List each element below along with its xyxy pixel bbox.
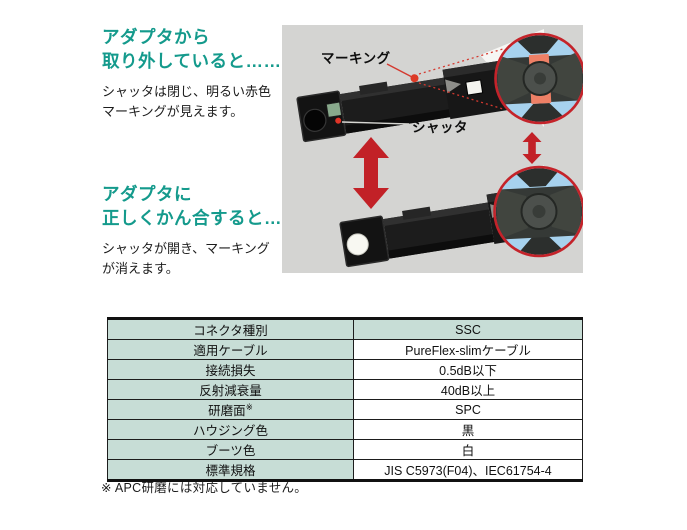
section-removed-body: シャッタは閉じ、明るい赤色 マーキングが見えます。 bbox=[102, 82, 287, 121]
spec-label-cell: ハウジング色 bbox=[107, 419, 354, 440]
connector-photo-figure: マーキング シャッタ bbox=[282, 25, 583, 273]
heading-line: アダプタに bbox=[102, 184, 192, 204]
body-line: シャッタは閉じ、明るい赤色 bbox=[102, 84, 272, 99]
spec-value-cell: 白 bbox=[353, 439, 583, 460]
footnote: ※ APC研磨には対応していません。 bbox=[101, 481, 308, 495]
spec-label-cell: 研磨面※ bbox=[107, 399, 354, 420]
table-row: 接続損失 0.5dB以下 bbox=[107, 359, 583, 380]
spec-value-cell: 0.5dB以下 bbox=[353, 359, 583, 380]
spec-label-cell: 標準規格 bbox=[107, 459, 354, 481]
shutter-leader-line bbox=[341, 121, 410, 125]
section-mated: アダプタに 正しくかん合すると…… シャッタが開き、マーキング が消えます。 bbox=[102, 182, 300, 278]
table-row: ブーツ色 白 bbox=[107, 439, 583, 460]
spec-value-cell: 40dB以上 bbox=[353, 379, 583, 400]
marking-leader-line bbox=[386, 63, 413, 78]
heading-line: 正しくかん合すると…… bbox=[102, 208, 300, 228]
swap-arrow-icon bbox=[353, 137, 389, 209]
spec-value-cell: PureFlex-slimケーブル bbox=[353, 339, 583, 360]
figure-label-shutter: シャッタ bbox=[412, 120, 468, 135]
shutter-closed bbox=[326, 101, 342, 118]
white-ferrule bbox=[346, 233, 369, 256]
spec-value-cell: JIS C5973(F04)、IEC61754-4 bbox=[353, 459, 583, 481]
section-removed-heading: アダプタから 取り外していると…… bbox=[102, 25, 287, 73]
table-row: コネクタ種別 SSC bbox=[107, 318, 583, 340]
section-removed: アダプタから 取り外していると…… シャッタは閉じ、明るい赤色 マーキングが見え… bbox=[102, 25, 287, 121]
spec-label-cell: ブーツ色 bbox=[107, 439, 354, 460]
zoom-inset-marking-hidden bbox=[493, 165, 583, 258]
footnote-mark: ※ bbox=[245, 401, 253, 412]
figure-label-marking: マーキング bbox=[321, 51, 391, 66]
connector-bore bbox=[303, 108, 327, 132]
spec-label-cell: コネクタ種別 bbox=[107, 318, 354, 340]
spec-label-cell: 接続損失 bbox=[107, 359, 354, 380]
table-row: 標準規格 JIS C5973(F04)、IEC61754-4 bbox=[107, 459, 583, 481]
connector-figure-svg bbox=[296, 29, 583, 268]
section-mated-body: シャッタが開き、マーキング が消えます。 bbox=[102, 239, 287, 278]
heading-line: 取り外していると…… bbox=[102, 51, 282, 71]
table-row: 研磨面※ SPC bbox=[107, 399, 583, 420]
spec-value-cell: SPC bbox=[353, 399, 583, 420]
table-row: 適用ケーブル PureFlex-slimケーブル bbox=[107, 339, 583, 360]
inset-link-arrow-icon bbox=[522, 132, 542, 164]
connector-window bbox=[465, 79, 484, 96]
spec-label-text: 研磨面 bbox=[208, 404, 246, 418]
heading-line: アダプタから bbox=[102, 27, 210, 47]
marking-red-dot bbox=[410, 74, 419, 83]
spec-value-cell: 黒 bbox=[353, 419, 583, 440]
table-row: ハウジング色 黒 bbox=[107, 419, 583, 440]
zoom-inset-marking-visible bbox=[494, 32, 583, 125]
section-mated-heading: アダプタに 正しくかん合すると…… bbox=[102, 182, 300, 230]
spec-table: コネクタ種別 SSC 適用ケーブル PureFlex-slimケーブル 接続損失… bbox=[107, 317, 583, 482]
body-line: マーキングが見えます。 bbox=[102, 103, 244, 119]
body-line: が消えます。 bbox=[102, 260, 179, 276]
shutter-red-dot bbox=[335, 117, 342, 124]
spec-label-cell: 適用ケーブル bbox=[107, 339, 354, 360]
table-row: 反射減衰量 40dB以上 bbox=[107, 379, 583, 400]
orientation-triangle-icon bbox=[445, 79, 462, 94]
spec-label-cell: 反射減衰量 bbox=[107, 379, 354, 400]
spec-value-cell: SSC bbox=[353, 318, 583, 340]
body-line: シャッタが開き、マーキング bbox=[102, 241, 270, 256]
